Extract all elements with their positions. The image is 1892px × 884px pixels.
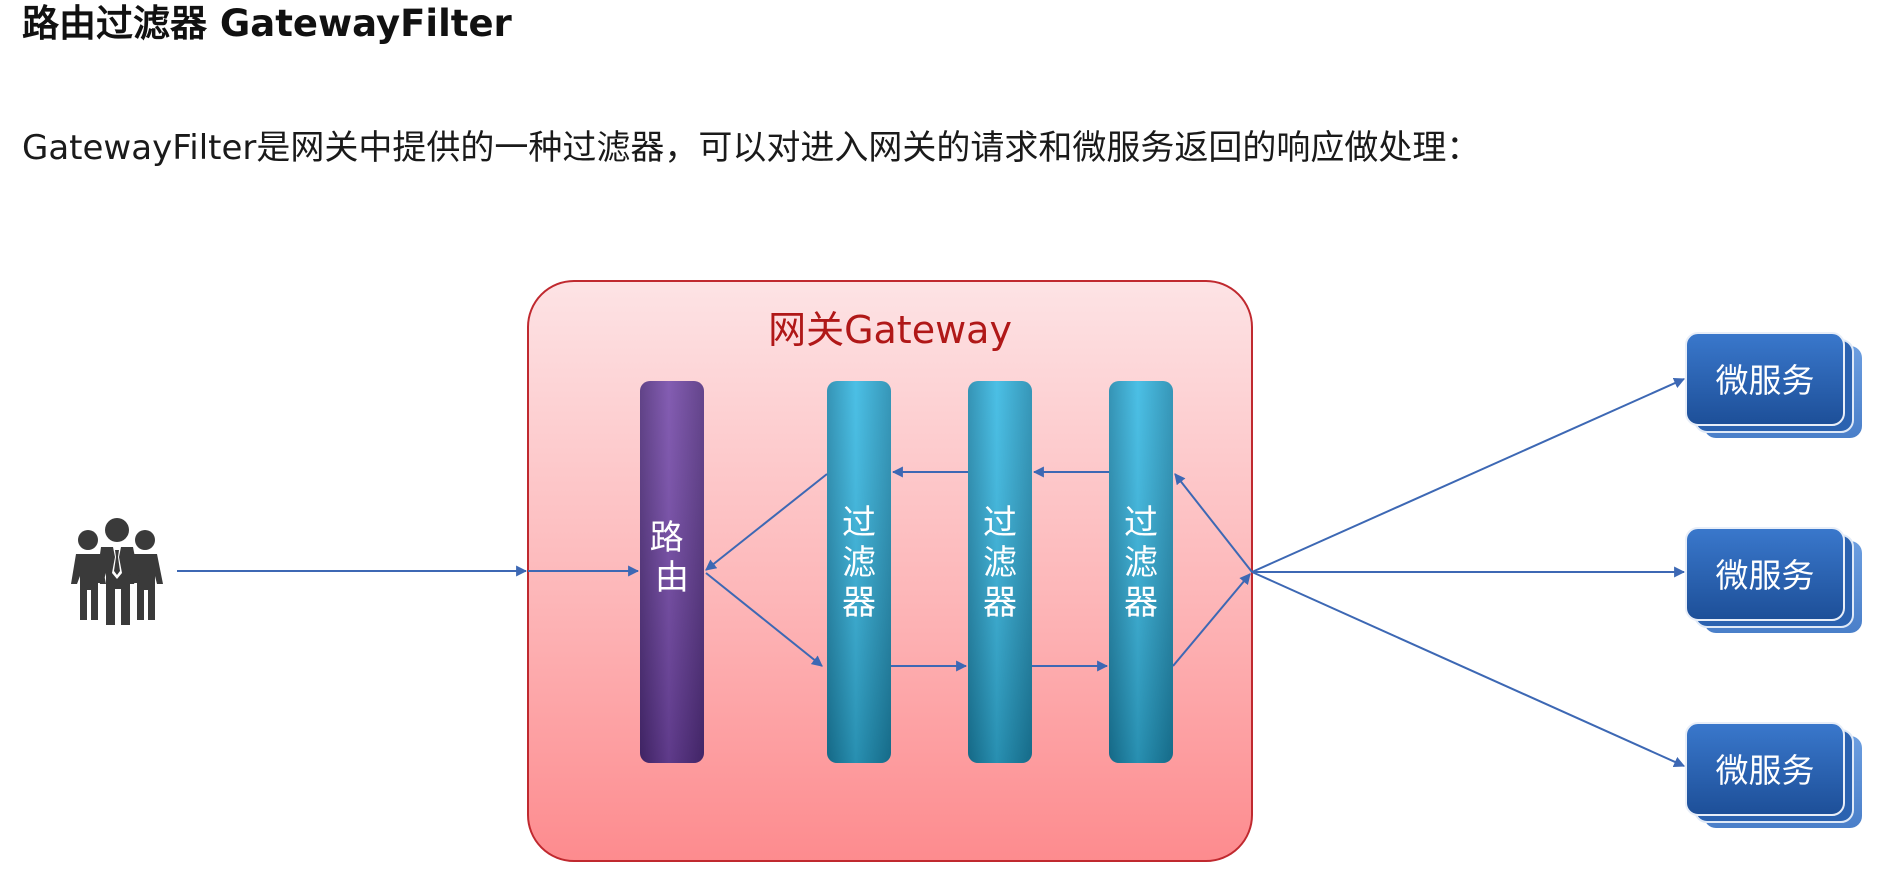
arrow-router-to-filter-1 <box>705 572 823 667</box>
filter-label-char: 过 <box>983 503 1017 543</box>
microservice-label-1: 微服务 <box>1716 361 1815 400</box>
arrow-edge-to-service-1 <box>1251 378 1686 573</box>
filter-column-3: 过滤器 <box>1109 381 1173 763</box>
arrow-filter-3-to-edge <box>1172 573 1251 667</box>
page-title: 路由过滤器 GatewayFilter <box>22 2 512 45</box>
connector-arrows <box>177 378 1686 767</box>
filter-label-char: 过 <box>842 503 876 543</box>
router-label-char-2: 由 <box>655 558 689 598</box>
filter-label-char: 滤 <box>983 543 1017 583</box>
filter-label-char: 器 <box>983 583 1017 623</box>
gateway-title: 网关Gateway <box>768 308 1012 352</box>
microservice-box-3: 微服务 <box>1685 722 1862 828</box>
microservice-box-2: 微服务 <box>1685 527 1862 633</box>
users-group-icon <box>71 518 163 625</box>
router-label: 路 由 <box>650 518 695 598</box>
router-label-char-1: 路 <box>650 518 684 558</box>
filter-label-1: 过滤器 <box>842 503 876 623</box>
microservice-label-2: 微服务 <box>1716 556 1815 595</box>
filter-label-char: 滤 <box>842 543 876 583</box>
filter-label-char: 滤 <box>1124 543 1158 583</box>
microservice-label-3: 微服务 <box>1716 751 1815 790</box>
filter-label-char: 过 <box>1124 503 1158 543</box>
filter-label-3: 过滤器 <box>1124 503 1158 623</box>
microservice-box-1: 微服务 <box>1685 332 1862 438</box>
filter-column-2: 过滤器 <box>968 381 1032 763</box>
arrow-edge-to-filter-3 <box>1174 473 1253 573</box>
arrow-edge-to-service-3 <box>1251 571 1686 767</box>
router-column: 路 由 <box>640 381 704 763</box>
filter-column-1: 过滤器 <box>827 381 891 763</box>
filter-label-char: 器 <box>1124 583 1158 623</box>
arrow-filter-1-to-router <box>705 473 828 571</box>
filter-label-char: 器 <box>842 583 876 623</box>
intro-paragraph: GatewayFilter是网关中提供的一种过滤器，可以对进入网关的请求和微服务… <box>22 128 1481 168</box>
filter-label-2: 过滤器 <box>983 503 1017 623</box>
